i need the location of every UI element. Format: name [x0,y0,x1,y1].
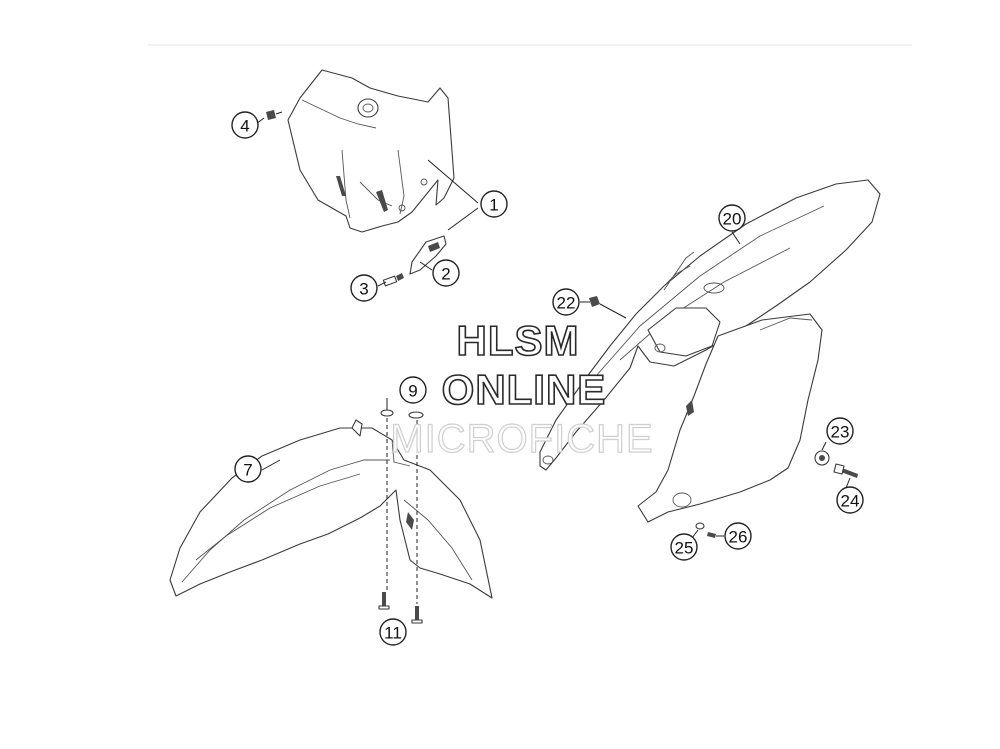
bolt-24 [833,463,858,478]
callout-circle [480,190,508,218]
callout-circle [432,259,460,287]
callout-label: 7 [243,461,252,480]
callout-circle [836,486,864,514]
callout-circle [724,522,752,550]
watermark-line3: MICROFICHE [390,417,653,461]
callout-circle [399,376,427,404]
washers-9 [380,398,424,419]
callout-23: 23 [826,417,854,445]
callout-label: 4 [240,117,249,136]
nut-22 [589,296,627,319]
callout-label: 3 [359,280,368,299]
callout-label: 25 [675,539,694,558]
callout-label: 9 [408,382,417,401]
callout-label: 24 [841,492,860,511]
screw-26 [707,532,716,538]
callout-label: 22 [557,294,576,313]
callout-circle [670,533,698,561]
screw-4 [266,110,283,120]
callout-20: 20 [718,204,746,232]
screws-11 [378,418,423,624]
callout-22: 22 [552,288,580,316]
screw-3 [382,273,404,287]
callout-26: 26 [724,522,752,550]
callout-circle [379,618,407,646]
callout-circle [826,417,854,445]
callout-3: 3 [350,274,378,302]
callout-2: 2 [432,259,460,287]
callout-label: 26 [729,528,748,547]
callout-11: 11 [379,618,407,646]
callout-25: 25 [670,533,698,561]
watermark: HLSM ONLINE MICROFICHE [390,316,654,461]
callout-label: 23 [831,423,850,442]
callout-label: 11 [384,624,402,643]
number-plate [287,69,455,233]
callout-circle [234,455,262,483]
callout-1: 1 [480,190,508,218]
callout-circle [552,288,580,316]
callout-7: 7 [234,455,262,483]
watermark-line1: HLSM [457,317,580,364]
callout-circle [350,274,378,302]
callout-label: 20 [723,210,742,229]
callout-circle [231,111,259,139]
callout-circle [718,204,746,232]
callout-label: 1 [489,196,498,215]
callout-9: 9 [399,376,427,404]
washer-25 [695,522,705,530]
rear-fender [539,179,881,523]
callout-label: 2 [441,265,450,284]
bushing-23 [814,450,830,466]
watermark-line2: ONLINE [442,366,607,413]
plate-bracket [409,235,447,275]
callout-24: 24 [836,486,864,514]
callout-4: 4 [231,111,259,139]
